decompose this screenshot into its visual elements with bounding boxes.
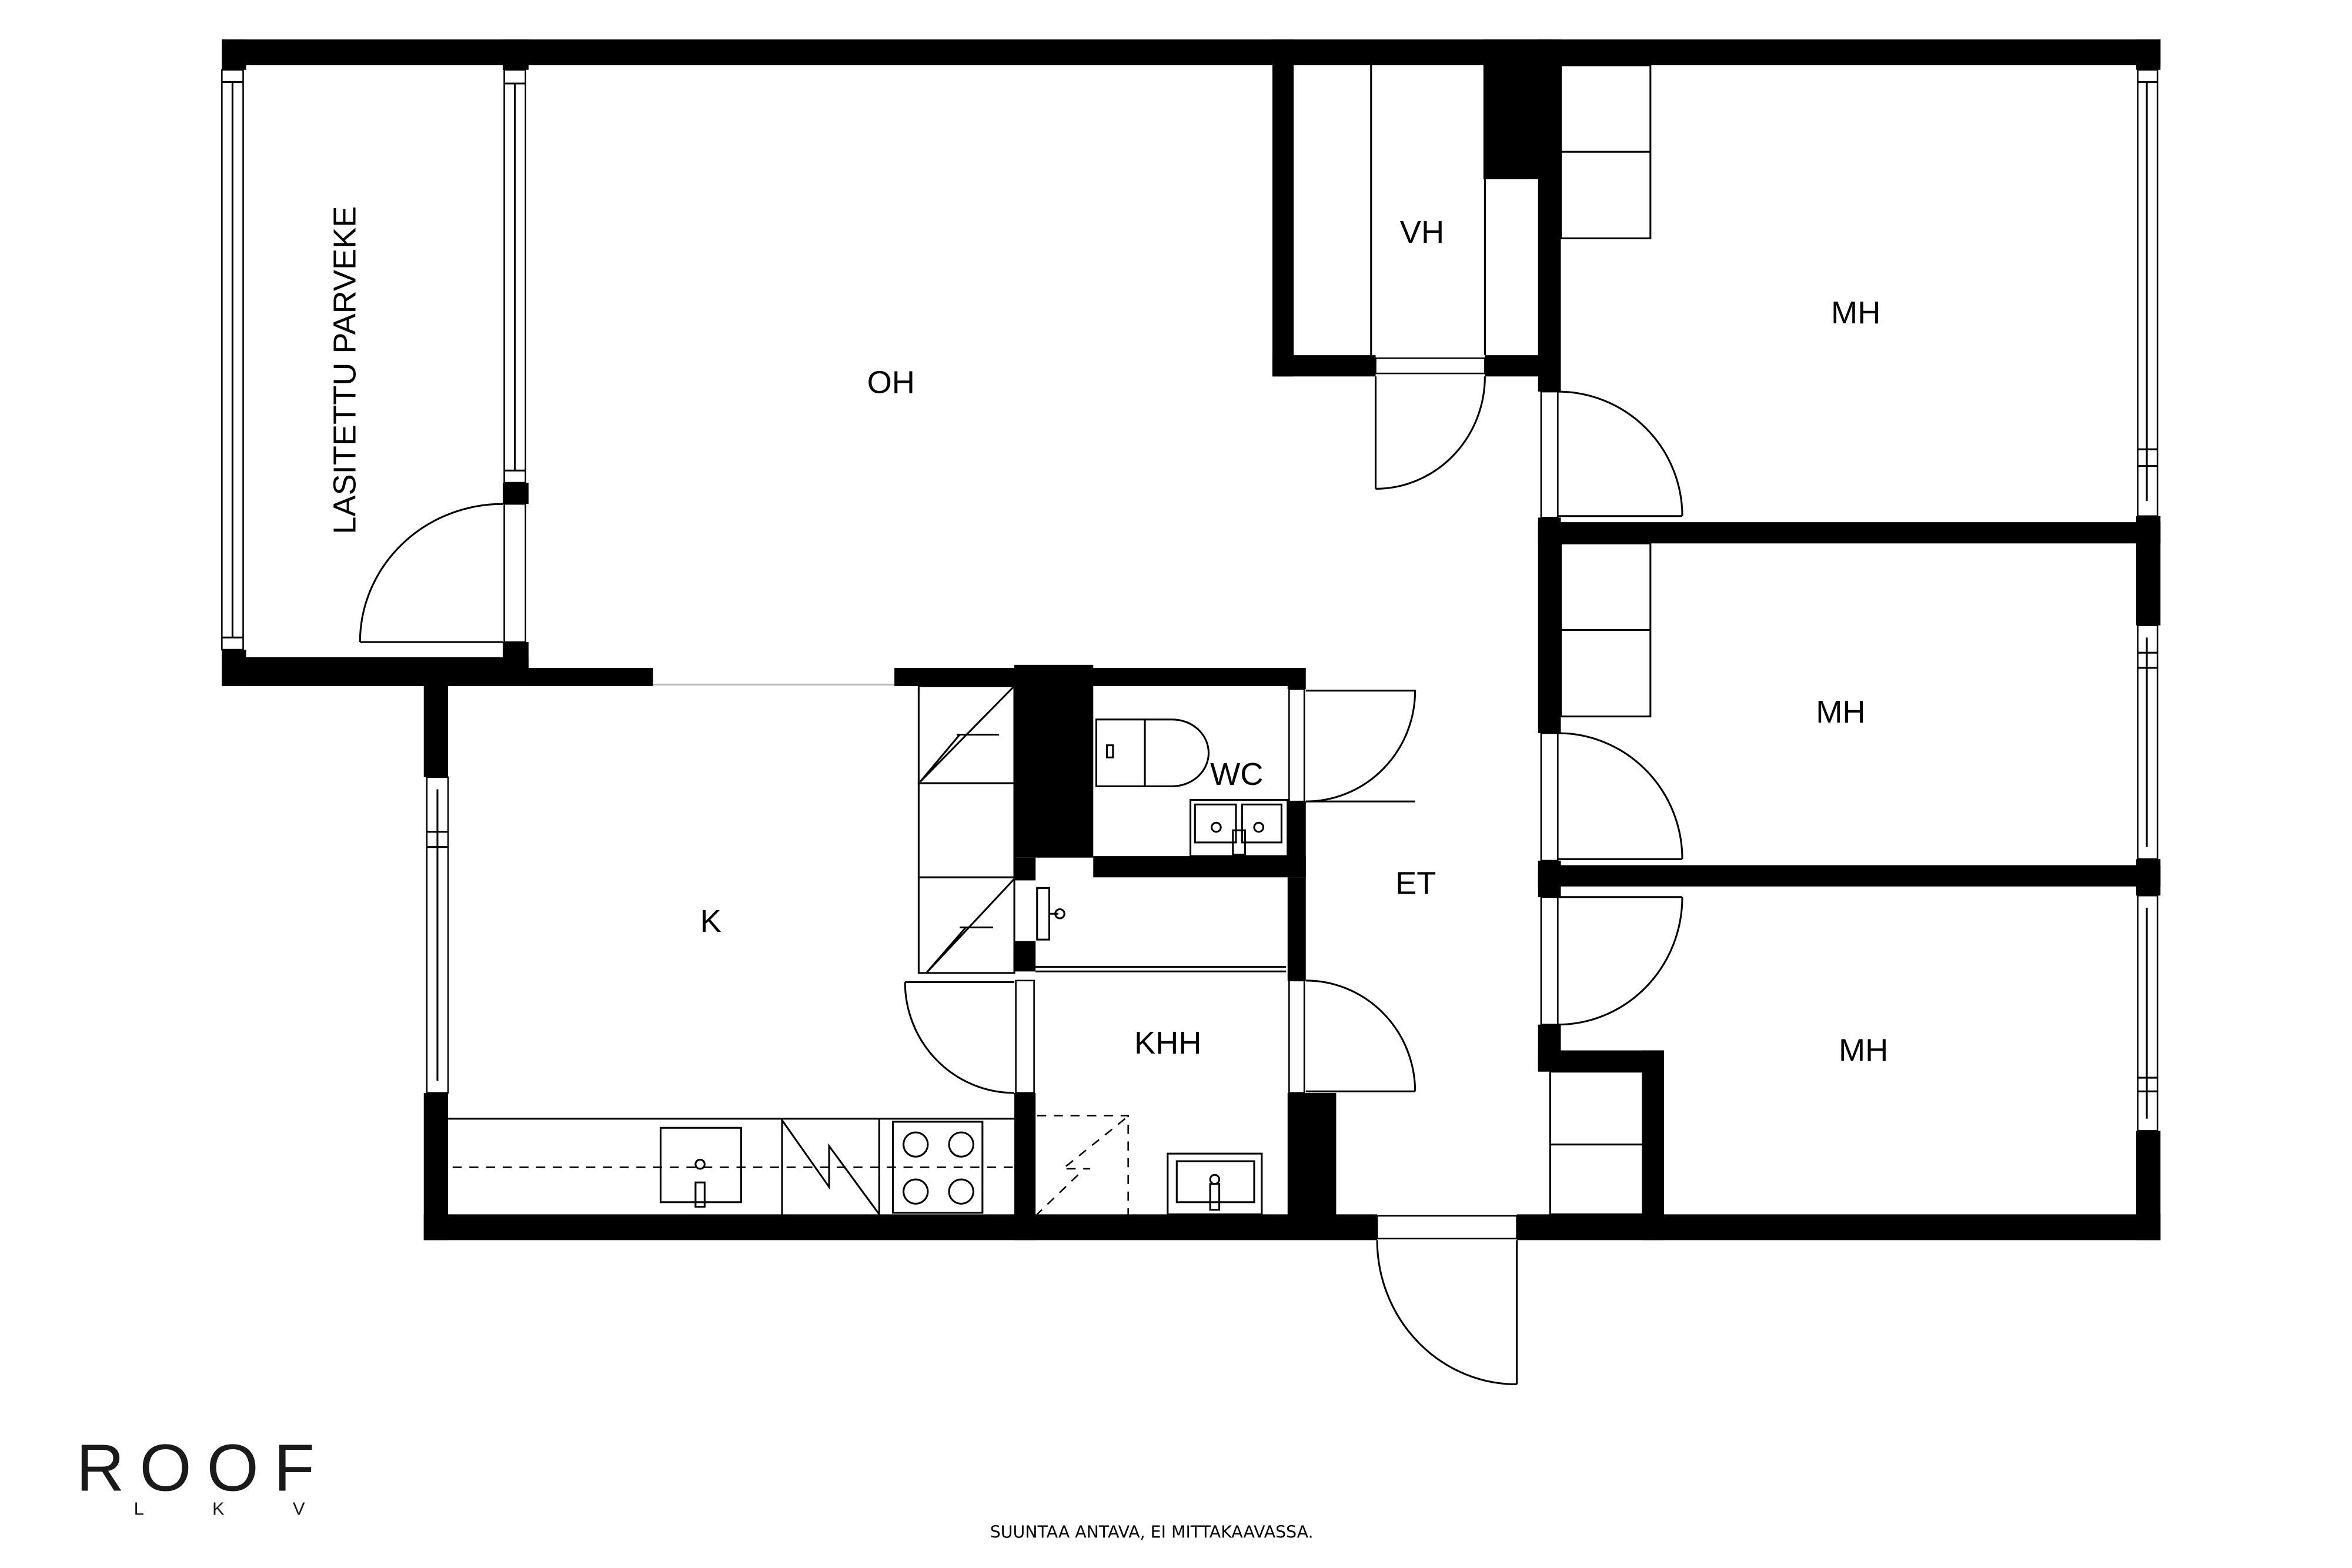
label-toilet: WC <box>1210 757 1263 792</box>
label-utility: KHH <box>1134 1025 1201 1061</box>
doors <box>359 357 1683 1386</box>
bedroom-1-door <box>1540 390 1683 519</box>
utility-door <box>1288 979 1416 1094</box>
washer-icon <box>1036 1115 1129 1215</box>
label-kitchen: K <box>700 904 721 939</box>
label-bedroom-1: MH <box>1831 295 1880 330</box>
dishwasher-icon <box>781 1119 880 1215</box>
label-living-room: OH <box>867 365 915 400</box>
balcony-door <box>359 503 526 643</box>
label-balcony: LASITETTU PARVEKE <box>328 206 363 534</box>
entrance-door <box>1376 1215 1518 1386</box>
windows <box>221 69 2159 1132</box>
stove-icon <box>891 1121 984 1214</box>
toilet-icon <box>1095 718 1210 787</box>
bedroom-2-door <box>1540 732 1683 862</box>
walls <box>222 39 2161 1241</box>
label-bedroom-2: MH <box>1816 694 1865 730</box>
kitchen-sink-icon <box>659 1126 742 1208</box>
utility-sink-icon <box>1167 1152 1263 1215</box>
logo-sub-text: LKV <box>134 1499 373 1519</box>
scale-disclaimer: SUUNTAA ANTAVA, EI MITTAKAAVASSA. <box>990 1522 1314 1542</box>
bedroom-3-door <box>1540 896 1683 1026</box>
fixtures <box>448 64 1652 1215</box>
closet-door <box>1374 357 1486 490</box>
label-bedroom-3: MH <box>1839 1033 1888 1068</box>
shower-icon <box>1035 887 1287 972</box>
kitchen-side-door <box>904 979 1035 1094</box>
wc-sink-icon <box>1189 799 1289 857</box>
label-walk-in-closet: VH <box>1400 215 1444 250</box>
fridge-icon <box>917 685 1015 784</box>
label-hallway: ET <box>1395 866 1436 901</box>
freezer-icon <box>917 876 1015 974</box>
room-labels: LASITETTU PARVEKE OH VH MH MH MH K WC ET… <box>328 206 1889 1068</box>
logo: ROOF LKV <box>76 1430 373 1519</box>
wc-door <box>1288 688 1416 803</box>
logo-main-text: ROOF <box>76 1430 329 1505</box>
